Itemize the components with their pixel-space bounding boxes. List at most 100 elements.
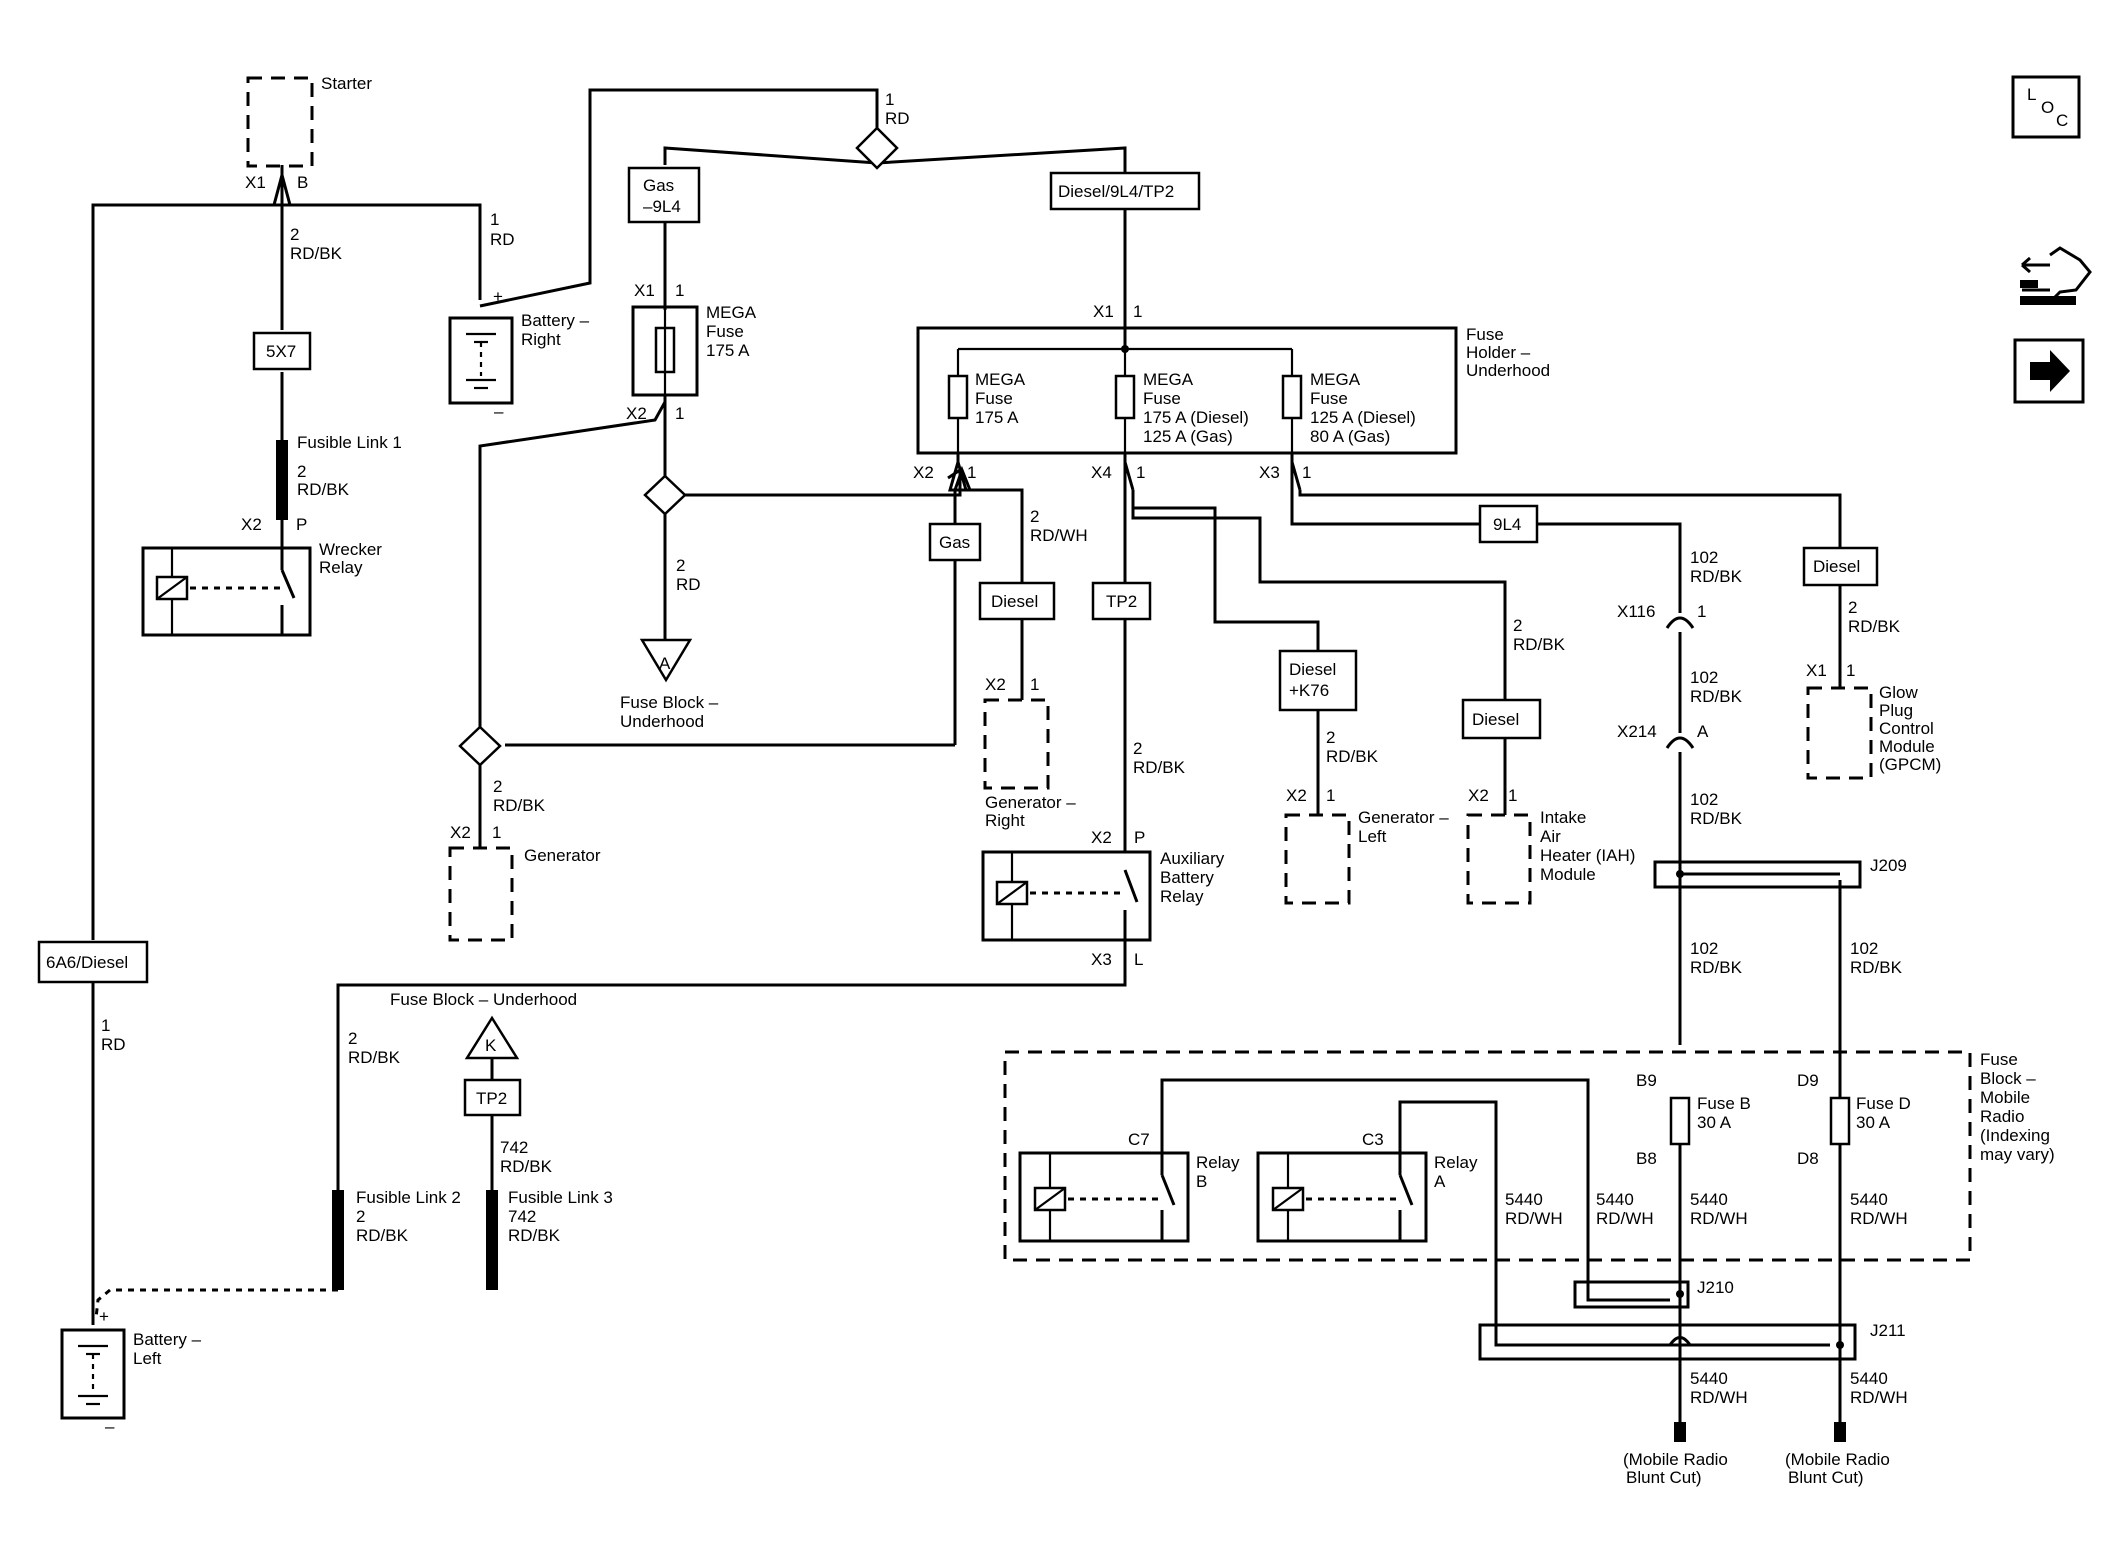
- label-5440-1a: 5440: [1505, 1190, 1543, 1209]
- label-iah-1: 1: [1508, 786, 1517, 805]
- label-x116-1: 1: [1697, 602, 1706, 621]
- wire-fh-x2-gas: [953, 465, 972, 530]
- label-fh3-a: MEGA: [1310, 370, 1361, 389]
- label-2rdbk-fl2-a: 2: [348, 1029, 357, 1048]
- label-fbmr-c: Mobile: [1980, 1088, 2030, 1107]
- label-iah-x2: X2: [1468, 786, 1489, 805]
- j211-block: [1478, 1323, 1857, 1361]
- label-genl-x2: X2: [1286, 786, 1307, 805]
- tag-diesel-gpcm: [1802, 546, 1879, 587]
- label-gas-9l4-a: Gas: [643, 176, 674, 195]
- loc-button[interactable]: L O C: [2011, 75, 2081, 139]
- label-2rdbk-starter-a: 2: [290, 225, 299, 244]
- label-blunt-1a: (Mobile Radio: [1623, 1450, 1728, 1469]
- label-diesel-9l4-tp2: Diesel/9L4/TP2: [1058, 182, 1174, 201]
- generator-right: [983, 698, 1050, 790]
- battery-left: [60, 1328, 126, 1420]
- label-fh-x2: X2: [913, 463, 934, 482]
- label-aux-x2: X2: [1091, 828, 1112, 847]
- fuse-d: [1829, 1096, 1851, 1146]
- labels: Starter X1 B 1 RD 2 RD/BK 1 RD Battery –…: [46, 74, 2055, 1487]
- label-fh-1: 1: [1133, 302, 1142, 321]
- label-5440-4a: 5440: [1850, 1190, 1888, 1209]
- label-5440-6a: 5440: [1850, 1369, 1888, 1388]
- connector-end-view-icon[interactable]: [2020, 246, 2092, 305]
- label-fbmr-f: may vary): [1980, 1145, 2055, 1164]
- label-102-c2: RD/BK: [1690, 809, 1743, 828]
- tag-diesel-9l4-tp2: [1049, 171, 1201, 211]
- generator: [448, 846, 514, 942]
- label-fbmr-e: (Indexing: [1980, 1126, 2050, 1145]
- label-fl3-b: 742: [508, 1207, 536, 1226]
- splice-mega: [643, 474, 687, 516]
- label-2rd-b: RD: [676, 575, 701, 594]
- label-j209: J209: [1870, 856, 1907, 875]
- label-fuse-b-b: 30 A: [1697, 1113, 1732, 1132]
- label-gen-right-a: Generator –: [985, 793, 1076, 812]
- label-fuse-block-a-a: Fuse Block –: [620, 693, 719, 712]
- label-x214: X214: [1617, 722, 1657, 741]
- wire-x3-9l4: [1290, 462, 1480, 526]
- label-blunt-2a: (Mobile Radio: [1785, 1450, 1890, 1469]
- label-starter-b: B: [297, 173, 308, 192]
- label-aux-p: P: [1134, 828, 1145, 847]
- label-generator: Generator: [524, 846, 601, 865]
- wire-x1-left: [91, 203, 274, 940]
- label-mega1-1: 1: [675, 281, 684, 300]
- label-fh-x3: X3: [1259, 463, 1280, 482]
- label-aux-x3: X3: [1091, 950, 1112, 969]
- label-battery-left-b: Left: [133, 1349, 162, 1368]
- label-diesel-gpcm: Diesel: [1813, 557, 1860, 576]
- fuse-block-a-triangle: [639, 638, 693, 683]
- label-fl1-a: 2: [297, 462, 306, 481]
- label-blunt-2b: Blunt Cut): [1788, 1468, 1864, 1487]
- wire-x4-k76: [1131, 490, 1320, 651]
- label-5440-3a: 5440: [1690, 1190, 1728, 1209]
- fuse-b: [1669, 1096, 1691, 1146]
- label-blunt-1b: Blunt Cut): [1626, 1468, 1702, 1487]
- label-gen-left-a: Generator –: [1358, 808, 1449, 827]
- label-5440-4b: RD/WH: [1850, 1209, 1908, 1228]
- label-c3: C3: [1362, 1130, 1384, 1149]
- label-102-e2: RD/BK: [1850, 958, 1903, 977]
- splice-top: [855, 126, 899, 170]
- j209-block: [1653, 860, 1862, 889]
- label-742-b: RD/BK: [500, 1157, 553, 1176]
- label-fl3-c: RD/BK: [508, 1226, 561, 1245]
- label-mega1-x2: X2: [626, 404, 647, 423]
- label-1rd-top-b: RD: [885, 109, 910, 128]
- label-mega1-x2-1: 1: [675, 404, 684, 423]
- label-fl1-b: RD/BK: [297, 480, 350, 499]
- label-1rd-batt-b: RD: [490, 230, 515, 249]
- wire-1rd-to-gas-9l4: [663, 146, 878, 165]
- tag-diesel-k76: [1278, 649, 1358, 712]
- label-2rdbk-gpcm-a: 2: [1848, 598, 1857, 617]
- label-wrecker-x2: X2: [241, 515, 262, 534]
- label-starter: Starter: [321, 74, 372, 93]
- label-2rdbk-fl2-b: RD/BK: [348, 1048, 401, 1067]
- label-genl-1: 1: [1326, 786, 1335, 805]
- label-2rdwh-b: RD/WH: [1030, 526, 1088, 545]
- label-wrecker-relay-b: Relay: [319, 558, 363, 577]
- label-5x7: 5X7: [266, 342, 296, 361]
- splice-generator: [458, 725, 502, 767]
- starter-component: [246, 76, 314, 168]
- label-fbmr-a: Fuse: [1980, 1050, 2018, 1069]
- label-fh-x4-1: 1: [1136, 463, 1145, 482]
- label-2rdbk-genl-a: 2: [1326, 728, 1335, 747]
- label-fh-x3-1: 1: [1302, 463, 1311, 482]
- label-5440-5b: RD/WH: [1690, 1388, 1748, 1407]
- label-iah-b: Air: [1540, 827, 1561, 846]
- next-page-arrow-button[interactable]: [2013, 338, 2085, 404]
- label-iah-a: Intake: [1540, 808, 1586, 827]
- wire-relay-a: [1398, 1100, 1830, 1347]
- mega-fuse-175a: [631, 305, 699, 397]
- tag-tp2-mid: [1091, 581, 1152, 621]
- label-fuse-block-a-b: Underhood: [620, 712, 704, 731]
- blunt-cut-terminal-2: [1834, 1422, 1846, 1442]
- label-5440-5a: 5440: [1690, 1369, 1728, 1388]
- wrecker-relay: [141, 546, 312, 637]
- tag-diesel-gen-right: [978, 581, 1056, 621]
- tag-5x7: [252, 331, 312, 371]
